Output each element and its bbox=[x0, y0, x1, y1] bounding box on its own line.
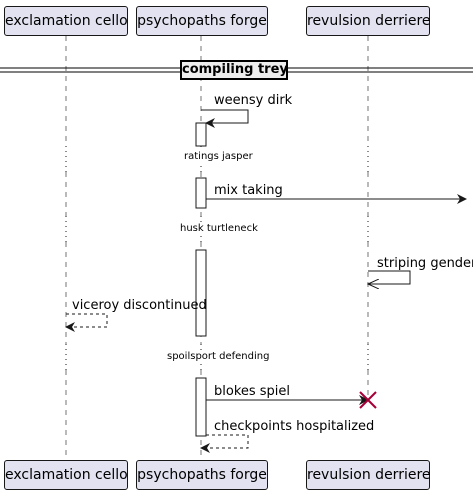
activation-bar bbox=[195, 249, 207, 337]
arrow-striping-gender bbox=[368, 270, 411, 284]
participant-exclamation-cello-bottom: exclamation cello bbox=[4, 460, 128, 490]
message-label-blokes-spiel: blokes spiel bbox=[214, 384, 291, 399]
participant-exclamation-cello-top: exclamation cello bbox=[4, 6, 128, 36]
message-label-viceroy-discontinued: viceroy discontinued bbox=[72, 298, 207, 313]
activation-bar bbox=[195, 377, 207, 437]
activation-bar bbox=[195, 122, 207, 147]
message-label-weensy-dirk: weensy dirk bbox=[214, 93, 293, 108]
divider-title: compiling trey bbox=[180, 60, 288, 80]
participant-psychopaths-forge-bottom: psychopaths forge bbox=[136, 460, 268, 490]
arrow-viceroy-discontinued bbox=[65, 313, 108, 332]
destroy-x-icon bbox=[359, 391, 377, 409]
message-label-checkpoints-hospitalized: checkpoints hospitalized bbox=[214, 419, 375, 434]
message-label-striping-gender: striping gender bbox=[377, 256, 473, 271]
delay-label-ratings-jasper: ratings jasper bbox=[182, 151, 255, 163]
delay-label-spoilsport-defending: spoilsport defending bbox=[165, 351, 272, 363]
delay-dots bbox=[65, 146, 369, 370]
participant-psychopaths-forge-top: psychopaths forge bbox=[136, 6, 268, 36]
participant-revulsion-derriere-bottom: revulsion derriere bbox=[306, 460, 431, 490]
delay-label-husk-turtleneck: husk turtleneck bbox=[178, 223, 260, 235]
message-label-mix-taking: mix taking bbox=[214, 183, 283, 198]
arrow-weensy-dirk bbox=[201, 109, 249, 128]
participant-revulsion-derriere-top: revulsion derriere bbox=[306, 6, 431, 36]
activation-bar bbox=[195, 177, 207, 209]
activation-bars bbox=[195, 122, 207, 437]
message-arrows bbox=[65, 109, 467, 453]
arrow-checkpoints-hospitalized bbox=[200, 434, 249, 453]
